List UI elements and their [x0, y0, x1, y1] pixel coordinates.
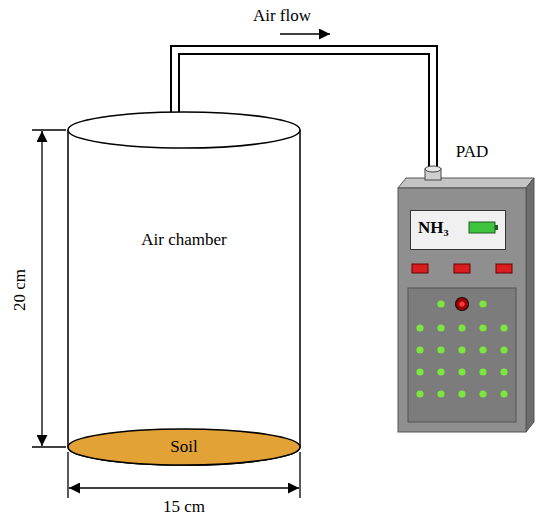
extension-line: [32, 446, 66, 447]
red-knob: [456, 298, 469, 311]
soil-ellipse: [68, 429, 300, 465]
green-dot: [458, 390, 465, 397]
cylinder-wall: [68, 130, 300, 465]
device-front: [398, 188, 526, 432]
green-dot: [416, 324, 423, 331]
green-dot: [437, 346, 444, 353]
flow-label: Air flow: [251, 6, 313, 26]
green-dot: [479, 368, 486, 375]
extension-line: [299, 452, 300, 498]
green-dot: [458, 368, 465, 375]
extension-line: [32, 129, 66, 130]
extension-line: [67, 452, 68, 498]
device-side: [526, 178, 534, 432]
green-dot: [479, 300, 486, 307]
dimension-label: 20 cm: [10, 269, 30, 311]
battery-tip: [495, 225, 498, 230]
device-display: NH₃: [410, 210, 506, 250]
device-top: [398, 178, 534, 188]
green-dot: [416, 346, 423, 353]
green-dot: [458, 346, 465, 353]
label-holder: 20 cm: [10, 269, 30, 311]
green-dot: [479, 390, 486, 397]
green-dot: [437, 390, 444, 397]
label-holder: 15 cm: [163, 497, 205, 517]
green-dot: [479, 324, 486, 331]
green-dot: [500, 390, 507, 397]
red-button: [454, 264, 470, 273]
green-dot: [500, 368, 507, 375]
device-label: PAD: [398, 142, 526, 162]
dimension-arrow: [69, 487, 299, 488]
green-dot: [500, 324, 507, 331]
display-text: NH₃: [411, 211, 505, 245]
flow-arrow: [280, 33, 330, 34]
green-dot: [437, 324, 444, 331]
red-button: [412, 264, 428, 273]
red-button: [496, 264, 512, 273]
keypad-panel: [408, 288, 516, 422]
green-dot: [479, 346, 486, 353]
dimension-label: 15 cm: [163, 497, 205, 517]
dimension-arrow: [41, 131, 42, 446]
green-dot: [458, 324, 465, 331]
green-dot: [437, 368, 444, 375]
green-dot: [416, 368, 423, 375]
edge-label-holder: Air flow: [251, 6, 313, 26]
soil-layer: Soil: [68, 429, 300, 465]
nozzle-cap: [425, 166, 441, 172]
air-chamber-outline: [68, 112, 300, 465]
soil-label: Soil: [68, 429, 300, 465]
red-knob-light: [459, 301, 464, 306]
pad-device: PADNH₃: [398, 188, 526, 432]
cylinder-top: [68, 112, 300, 148]
green-dot: [437, 300, 444, 307]
chamber-label: Air chamber: [68, 230, 300, 250]
green-dot: [416, 390, 423, 397]
battery-body: [469, 222, 495, 233]
air-chamber: Air chamberSoil: [68, 112, 300, 465]
green-dot: [500, 346, 507, 353]
